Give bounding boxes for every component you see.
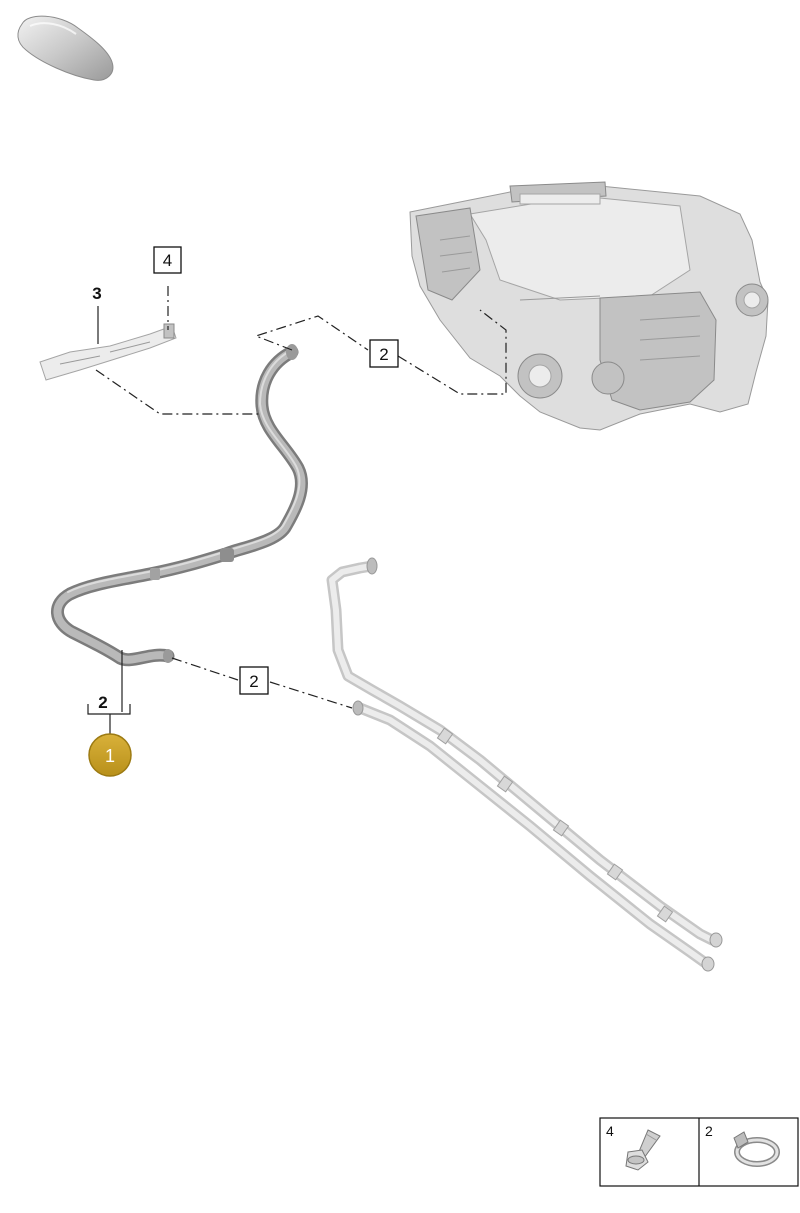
legend-item-bolt[interactable]: 4 <box>606 1123 661 1171</box>
coolant-pipe-assembly[interactable] <box>326 557 723 972</box>
svg-text:4: 4 <box>606 1123 614 1139</box>
electric-drive-unit[interactable] <box>409 181 769 431</box>
leader-lines <box>87 306 131 734</box>
svg-text:2: 2 <box>379 345 388 364</box>
callout-hose[interactable]: 2 <box>98 693 107 712</box>
svg-text:2: 2 <box>249 672 258 691</box>
car-silhouette-icon[interactable] <box>17 15 114 81</box>
svg-text:1: 1 <box>105 746 115 766</box>
callout-bracket[interactable]: 3 <box>92 284 101 303</box>
coolant-hose[interactable] <box>51 344 308 667</box>
parts-legend: 4 2 <box>599 1117 799 1187</box>
mounting-bracket[interactable] <box>39 323 177 381</box>
callout-bolt[interactable]: 4 <box>153 246 182 274</box>
callout-clamp-upper[interactable]: 2 <box>369 339 399 368</box>
callout-clamp-lower[interactable]: 2 <box>239 666 269 695</box>
legend-item-hose-clamp[interactable]: 2 <box>705 1123 780 1167</box>
hose-clamp-icon <box>733 1131 780 1167</box>
bolt-icon <box>625 1129 661 1171</box>
svg-text:2: 2 <box>705 1123 713 1139</box>
position-badge[interactable]: 1 <box>88 733 132 777</box>
svg-text:4: 4 <box>163 251 172 270</box>
connector-lines <box>95 286 507 709</box>
